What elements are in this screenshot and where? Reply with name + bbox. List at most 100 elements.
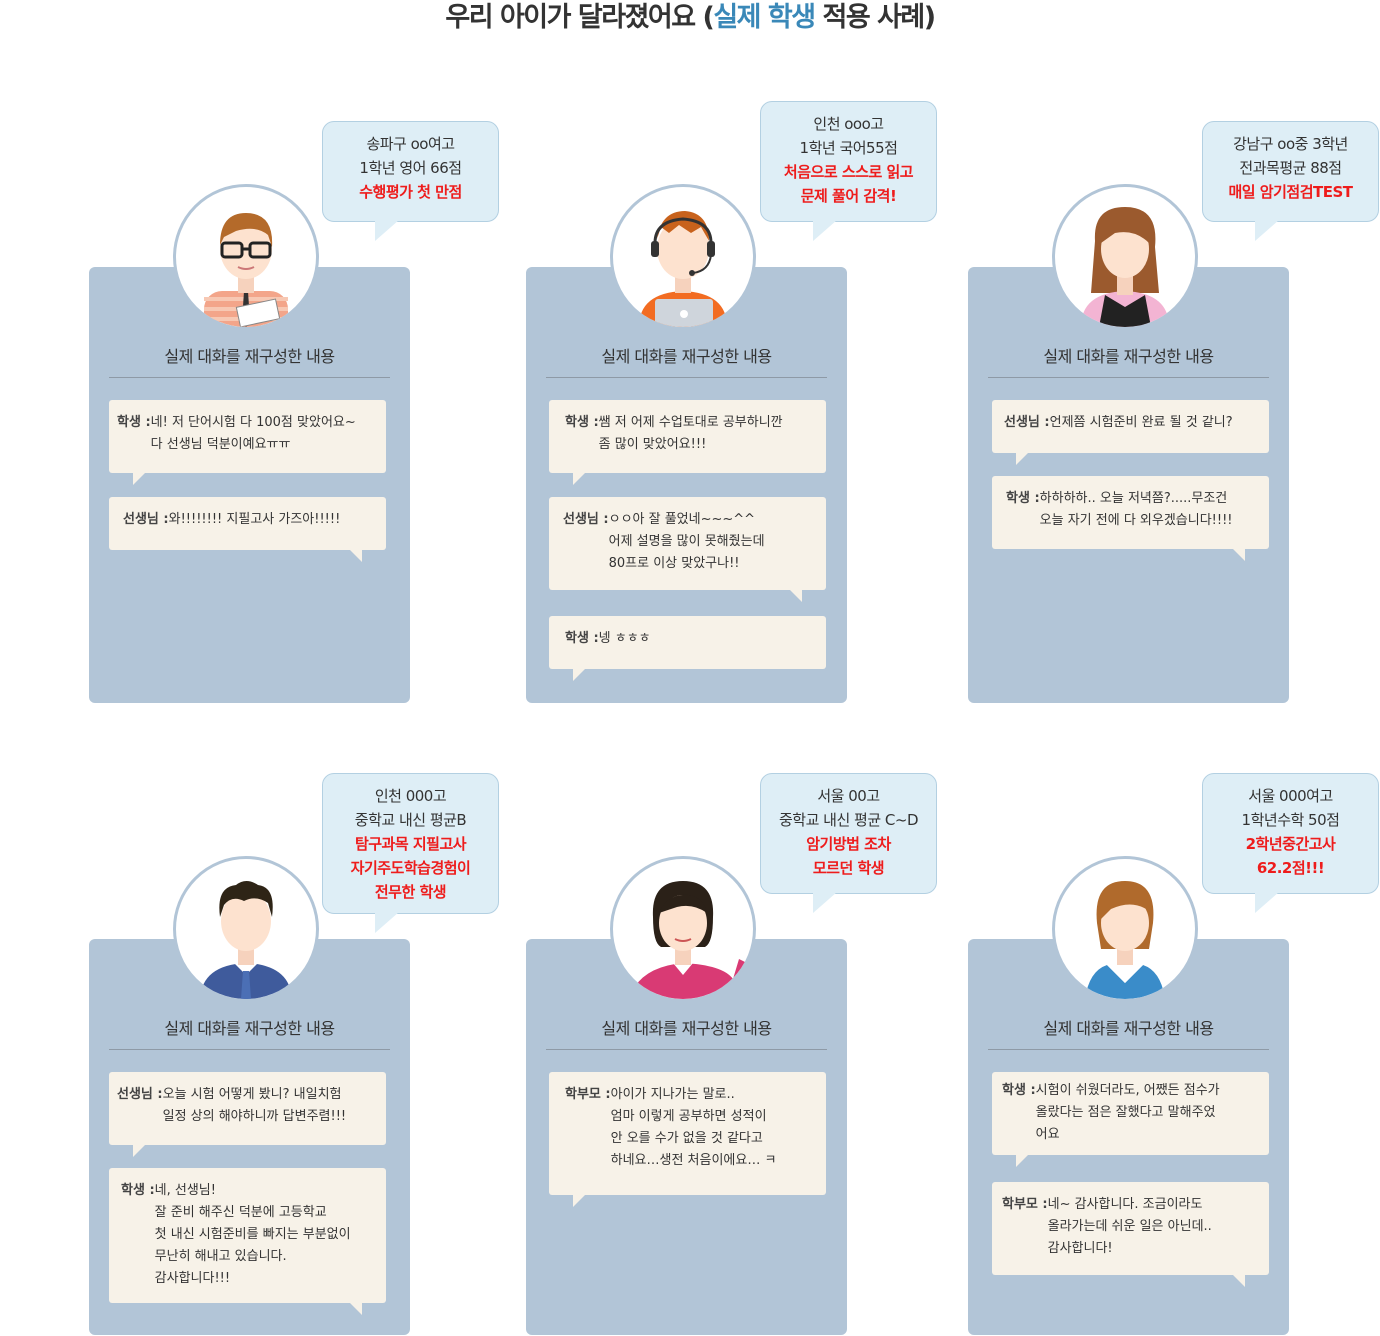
message-line: 네, 선생님! [154,1183,216,1198]
speaker-label: 선생님 : [117,1087,163,1102]
bubble-tail [813,892,837,913]
message-line: 하하하하.. 오늘 저녁쯤?.....무조건 [1039,491,1228,506]
message-line: 언제쯤 시험준비 완료 될 것 같니? [1049,415,1233,430]
bubble-highlight: 탐구과목 지필고사 [354,835,467,853]
case-summary-bubble: 서울 00고 중학교 내신 평균 C~D 암기방법 조차 모르던 학생 [760,773,937,913]
speaker-label: 학생 : [117,415,151,430]
bubble-line: 강남구 oo중 3학년 [1233,135,1348,153]
message-line: 올라가는데 쉬운 일은 아닌데.. [1047,1219,1212,1234]
bubble-line: 중학교 내신 평균B [354,811,467,829]
message-line: 일정 상의 해야하니까 답변주렴!!! [162,1109,347,1124]
speaker-label: 학생 : [565,415,599,430]
bubble-highlight: 전무한 학생 [374,883,447,901]
case-summary-bubble: 서울 000여고 1학년수학 50점 2학년중간고사 62.2점!!! [1202,773,1379,913]
chat-tail [349,549,362,562]
card-title: 실제 대화를 재구성한 내용 [1043,347,1214,366]
bubble-line: 송파구 oo여고 [366,135,455,153]
bubble-line: 인천 ooo고 [813,115,884,133]
card-title: 실제 대화를 재구성한 내용 [1043,1019,1214,1038]
card-title: 실제 대화를 재구성한 내용 [601,347,772,366]
page-title: 우리 아이가 달라졌어요 (실제 학생 적용 사례) [0,0,1380,36]
bubble-highlight: 2학년중간고사 [1245,835,1336,853]
case-summary-bubble: 송파구 oo여고 1학년 영어 66점 수행평가 첫 만점 [322,121,499,241]
bubble-highlight: 매일 암기점검TEST [1228,183,1353,201]
bubble-highlight: 자기주도학습경험이 [350,859,471,877]
card-title: 실제 대화를 재구성한 내용 [164,347,335,366]
bubble-tail [1255,892,1279,913]
title-text-end: 적용 사례) [814,2,937,33]
parent-avatar-mother [610,856,756,1002]
case-card-3: 실제 대화를 재구성한 내용 선생님 : 언제쯤 시험준비 완료 될 것 같니?… [968,267,1289,703]
speaker-label: 선생님 : [123,512,169,527]
message-line: 어요 [1035,1127,1060,1142]
chat-tail [133,472,146,485]
bubble-line: 1학년 영어 66점 [359,159,462,177]
chat-tail [573,1194,586,1207]
message-line: 네! 저 단어시험 다 100점 맞았어요~ [150,415,356,430]
message-line: 어제 설명을 많이 못해줬는데 [608,534,765,549]
message-line: 하네요…생전 처음이에요… ㅋ [610,1153,777,1168]
message-line: 첫 내신 시험준비를 빠지는 부분없이 [154,1227,351,1242]
message-line: 아이가 지나가는 말로.. [610,1087,735,1102]
speaker-label: 학부모 : [565,1087,611,1102]
message-line: 80프로 이상 맞았구나!! [608,556,740,571]
card-divider [109,1049,390,1050]
card-divider [109,377,390,378]
chat-tail [789,589,802,602]
bubble-line: 중학교 내신 평균 C~D [779,811,919,829]
message-line: 넹 ㅎㅎㅎ [598,631,651,646]
student-avatar-glasses-boy [173,184,319,330]
card-divider [988,1049,1269,1050]
message-line: 쌤 저 어제 수업토대로 공부하니깐 [598,415,783,430]
chat-tail [573,668,586,681]
message-line: 와!!!!!!!! 지필고사 가즈아!!!!! [168,512,341,527]
bubble-highlight: 암기방법 조차 [806,835,891,853]
chat-message: 학생 : 넹 ㅎㅎㅎ [549,616,826,681]
bubble-line: 전과목평균 88점 [1239,159,1342,177]
message-line: 다 선생님 덕분이예요ㅠㅠ [150,437,291,452]
bubble-line: 서울 00고 [817,787,880,805]
speaker-label: 학생 : [565,631,599,646]
bubble-tail [1255,220,1279,241]
message-line: 오늘 자기 전에 다 외우겠습니다!!!! [1039,513,1233,528]
speaker-label: 학생 : [1002,1083,1036,1098]
bubble-line: 인천 000고 [374,787,447,805]
title-highlight: 실제 학생 [713,2,816,33]
bubble-tail [375,220,399,241]
card-divider [546,377,827,378]
chat-tail [573,472,586,485]
message-line: 시험이 쉬웠더라도, 어쨌든 점수가 [1035,1083,1220,1098]
bubble-highlight: 모르던 학생 [812,859,885,877]
bubble-tail [813,220,837,241]
chat-tail [1016,452,1029,465]
student-avatar-girl-vest [1052,184,1198,330]
message-line: ㅇㅇ아 잘 풀었네~~~^^ [608,512,756,527]
case-card-1: 실제 대화를 재구성한 내용 학생 : 네! 저 단어시험 다 100점 맞았어… [89,267,410,703]
message-line: 오늘 시험 어떻게 봤니? 내일치험 [162,1087,342,1102]
chat-tail [349,1302,362,1315]
message-line: 잘 준비 해주신 덕분에 고등학교 [154,1205,327,1220]
case-card-5: 실제 대화를 재구성한 내용 학부모 : 아이가 지나가는 말로.. 엄마 이렇게… [526,939,847,1335]
title-text: 우리 아이가 달라졌어요 ( [445,2,714,33]
message-line: 좀 많이 맞았어요!!! [598,437,707,452]
speaker-label: 학부모 : [1002,1197,1048,1212]
case-summary-bubble: 강남구 oo중 3학년 전과목평균 88점 매일 암기점검TEST [1202,121,1379,241]
speaker-label: 학생 : [1006,491,1040,506]
card-title: 실제 대화를 재구성한 내용 [164,1019,335,1038]
bubble-highlight: 수행평가 첫 만점 [359,183,462,201]
message-line: 네~ 감사합니다. 조금이라도 [1047,1197,1203,1212]
card-title: 실제 대화를 재구성한 내용 [601,1019,772,1038]
case-summary-bubble: 인천 000고 중학교 내신 평균B 탐구과목 지필고사 자기주도학습경험이 전… [322,773,499,933]
message-line: 올랐다는 점은 잘했다고 말해주었 [1035,1105,1216,1120]
message-line: 엄마 이렇게 공부하면 성적이 [610,1109,767,1124]
